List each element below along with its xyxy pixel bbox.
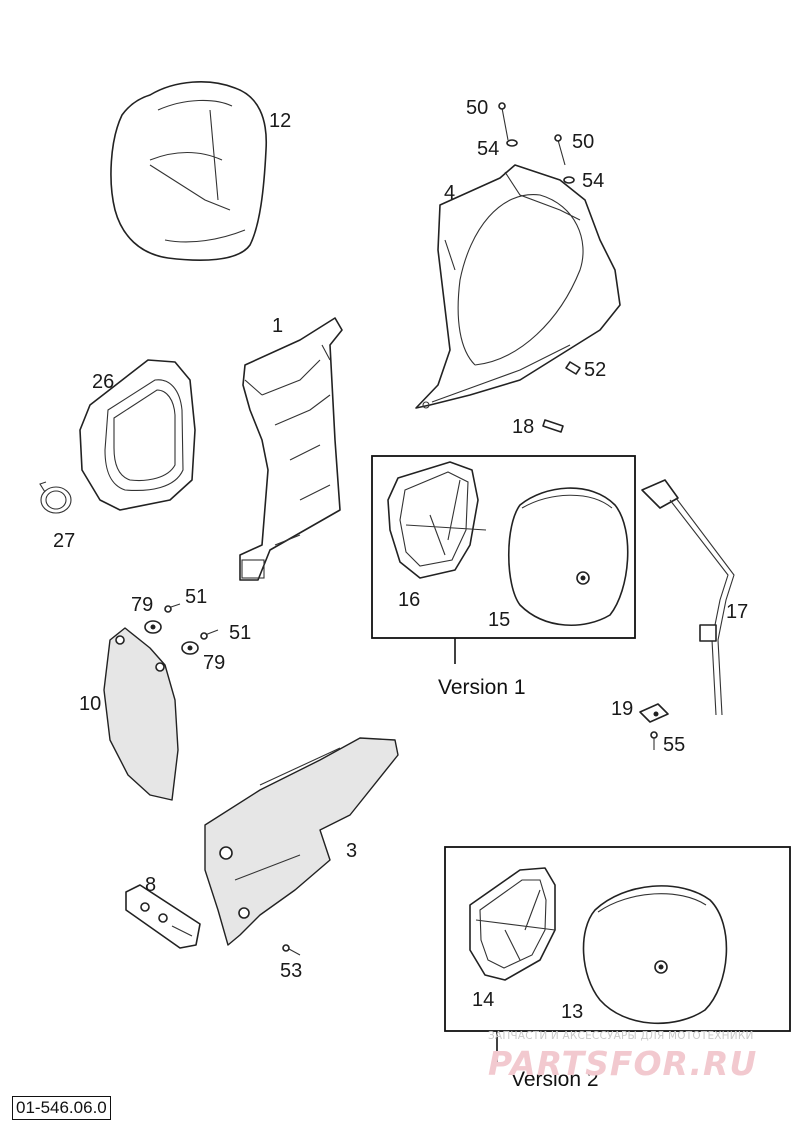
- callout-17: 17: [726, 601, 748, 623]
- part-13-filter-element-v2: [582, 885, 728, 1025]
- callout-10: 10: [79, 693, 101, 715]
- callout-79a: 79: [131, 594, 153, 616]
- watermark: ЗАПЧАСТИ И АКСЕССУАРЫ ДЛЯ МОТОТЕХНИКИ PA…: [488, 1030, 788, 1083]
- part-55-screw: [650, 731, 658, 750]
- part-26-seal-frame: [79, 359, 196, 511]
- callout-52: 52: [584, 359, 606, 381]
- callout-51b: 51: [229, 622, 251, 644]
- part-16-filter-cage-v1: [387, 461, 487, 579]
- fasteners-50-54: [498, 102, 581, 433]
- version-1-frame: [371, 455, 636, 639]
- part-12-airbox-cover: [110, 81, 268, 261]
- part-3-side-panel: [204, 737, 399, 946]
- document-code: 01-546.06.0: [12, 1096, 111, 1120]
- version-1-label: Version 1: [438, 676, 526, 699]
- callout-18: 18: [512, 416, 534, 438]
- callout-51a: 51: [185, 586, 207, 608]
- part-1-filter-frame: [239, 317, 343, 581]
- version-2-frame: [444, 846, 791, 1032]
- callout-54a: 54: [477, 138, 499, 160]
- callout-55: 55: [663, 734, 685, 756]
- part-4-airbox-housing: [415, 164, 621, 409]
- callout-3: 3: [346, 840, 357, 862]
- part-14-filter-cage-v2: [469, 867, 556, 981]
- callout-26: 26: [92, 371, 114, 393]
- callout-13: 13: [561, 1001, 583, 1023]
- part-53-screw: [282, 944, 301, 956]
- part-17-bracket-rod: [641, 479, 735, 716]
- callout-50b: 50: [572, 131, 594, 153]
- callout-12: 12: [269, 110, 291, 132]
- callout-15: 15: [488, 609, 510, 631]
- callout-50a: 50: [466, 97, 488, 119]
- callout-14: 14: [472, 989, 494, 1011]
- part-10-side-cover: [103, 627, 179, 801]
- watermark-logo: PARTSFOR.RU: [488, 1044, 758, 1083]
- part-27-hose-clamp: [39, 481, 72, 514]
- callout-53: 53: [280, 960, 302, 982]
- fasteners-79-51: [144, 603, 219, 655]
- part-19-clip: [639, 703, 669, 723]
- callout-54b: 54: [582, 170, 604, 192]
- watermark-tagline: ЗАПЧАСТИ И АКСЕССУАРЫ ДЛЯ МОТОТЕХНИКИ: [488, 1030, 754, 1042]
- callout-27: 27: [53, 530, 75, 552]
- callout-79b: 79: [203, 652, 225, 674]
- part-8-fastener-kit: [125, 884, 201, 949]
- callout-1: 1: [272, 315, 283, 337]
- callout-16: 16: [398, 589, 420, 611]
- callout-4: 4: [444, 182, 455, 204]
- part-15-filter-element-v1: [508, 487, 629, 627]
- callout-19: 19: [611, 698, 633, 720]
- version-2-label: Version 2: [511, 1068, 599, 1091]
- callout-8: 8: [145, 874, 156, 896]
